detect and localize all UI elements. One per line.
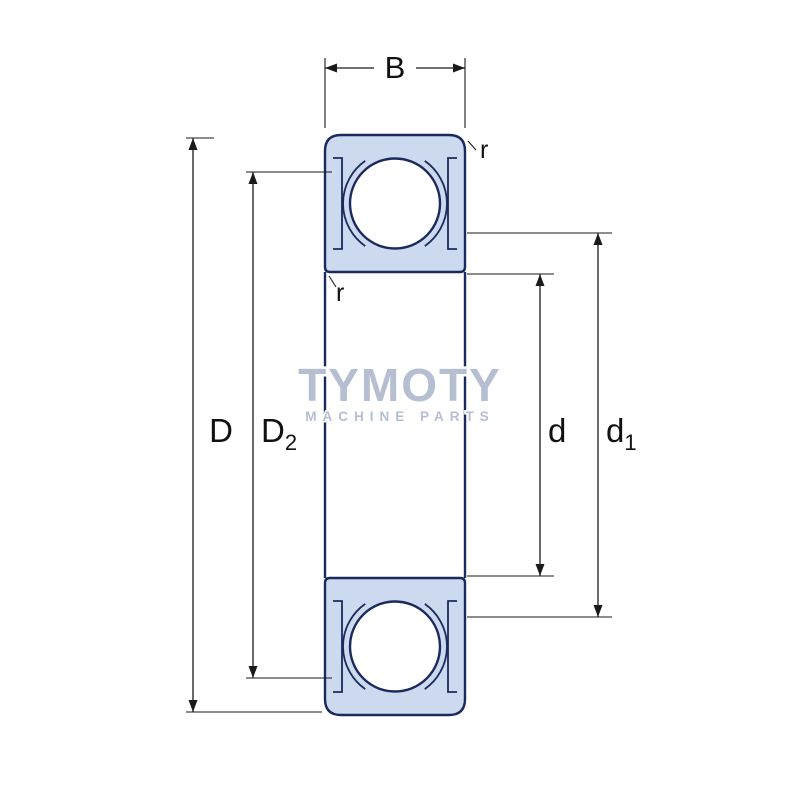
arrowhead (593, 605, 603, 617)
arrowhead (453, 63, 465, 73)
shield-plate (447, 157, 457, 250)
shield-plate (447, 600, 457, 693)
raceway-arc (424, 603, 448, 690)
watermark: TYMOTY MACHINE PARTS (296, 357, 503, 426)
label-D2: D2 (261, 412, 297, 455)
leader-line (328, 275, 337, 288)
watermark-subtitle: MACHINE PARTS (305, 409, 495, 424)
watermark-title: TYMOTY (298, 359, 502, 411)
arrowhead (188, 138, 198, 150)
raceway-arc (424, 160, 448, 247)
ball-top (348, 157, 442, 250)
arrowhead (535, 564, 545, 576)
bearing-drawing (323, 133, 467, 717)
label-D2-main: D (261, 412, 285, 449)
label-D: D (209, 412, 233, 449)
label-B: B (385, 50, 406, 85)
arrowhead (325, 63, 337, 73)
raceway-arc (342, 603, 366, 690)
dim-D2: D2 (246, 171, 332, 679)
arrowhead (593, 233, 603, 245)
dim-d1: d1 (467, 232, 637, 618)
label-d: d (548, 412, 566, 449)
dim-D: D (186, 137, 322, 713)
label-r-top: r (480, 136, 488, 164)
label-d1: d1 (606, 412, 637, 455)
dim-B: B (324, 50, 466, 128)
top-shield-details (333, 157, 457, 250)
label-r-bottom: r (336, 279, 344, 307)
label-d1-main: d (606, 412, 624, 449)
label-D2-sub: 2 (285, 430, 297, 455)
arrowhead (188, 700, 198, 712)
dim-d: d (467, 273, 566, 577)
corner-radius-labels: r r (328, 136, 488, 307)
arrowhead (248, 666, 258, 678)
ball-bottom (348, 600, 442, 693)
arrowhead (535, 274, 545, 286)
shield-plate (333, 157, 343, 250)
label-d1-sub: 1 (624, 430, 636, 455)
shield-plate (333, 600, 343, 693)
arrowhead (248, 172, 258, 184)
raceway-arc (342, 160, 366, 247)
leader-line (467, 140, 477, 151)
bottom-shield-details (333, 600, 457, 693)
